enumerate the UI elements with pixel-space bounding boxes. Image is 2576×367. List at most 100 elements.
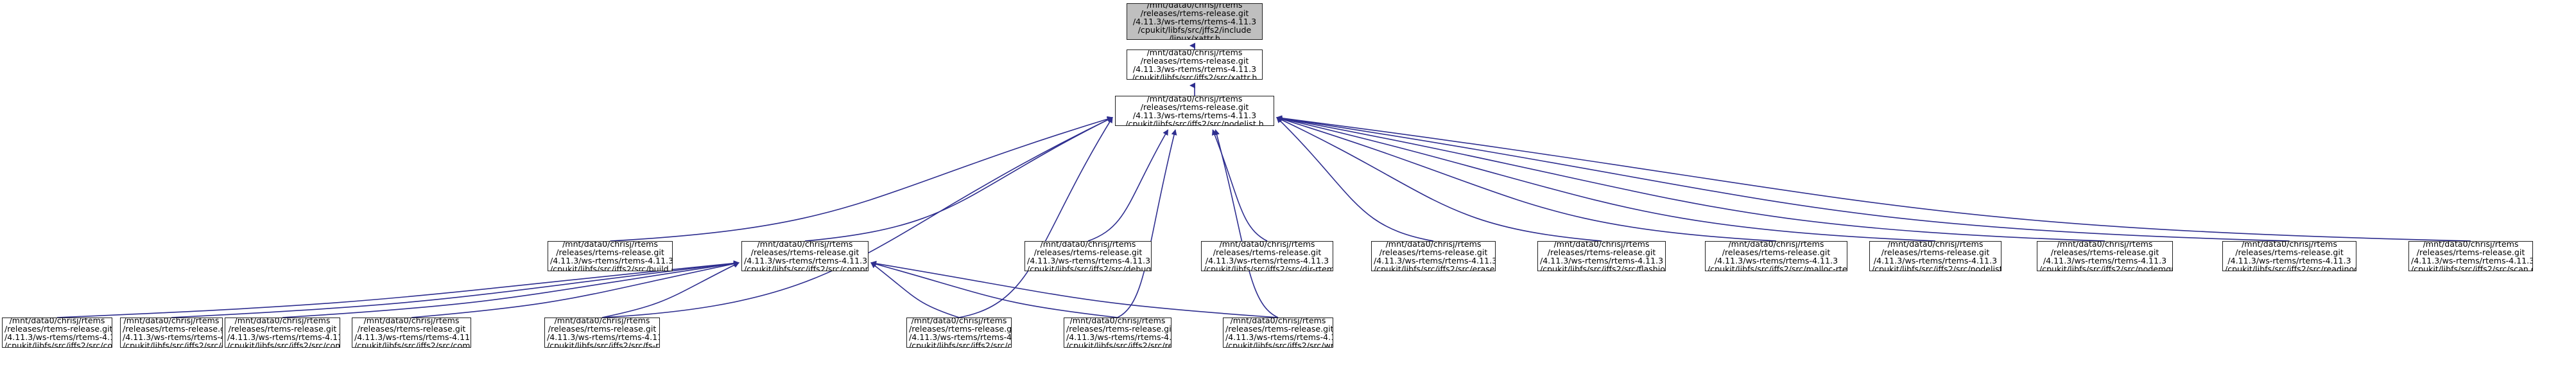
graph-edge xyxy=(1276,115,2105,242)
node-path-line: /mnt/data0/chrisj/rtems xyxy=(562,241,658,249)
node-path-line: /releases/rtems-release.git xyxy=(4,323,112,334)
node-path-line: /releases/rtems-release.git xyxy=(2416,247,2525,257)
graph-node-src-compr_rtime-c[interactable]: /mnt/data0/chrisj/rtems/releases/rtems-r… xyxy=(225,318,340,348)
node-path-line: /mnt/data0/chrisj/rtems xyxy=(1553,241,1650,249)
node-path-line: /cpukit/libfs/src/jffs2/include xyxy=(1137,25,1252,35)
node-path-line: /mnt/data0/chrisj/rtems xyxy=(1728,241,1824,249)
node-path-line: /mnt/data0/chrisj/rtems xyxy=(554,318,650,325)
graph-node-src-nodelist-c[interactable]: /mnt/data0/chrisj/rtems/releases/rtems-r… xyxy=(1869,241,2001,271)
node-path-line: /releases/rtems-release.git xyxy=(1881,247,1990,257)
node-path-line: /mnt/data0/chrisj/rtems xyxy=(911,318,1007,325)
node-path-line: /mnt/data0/chrisj/rtems xyxy=(234,318,331,325)
node-path-line: /4.11.3/ws-rtems/rtems-4.11.3 xyxy=(1132,64,1257,74)
node-path-line: /cpukit/libfs/src/jffs2/src/nodelist.h xyxy=(1125,118,1264,126)
node-path-line: /4.11.3/ws-rtems/rtems-4.11.3 xyxy=(1132,17,1257,26)
graph-node-src-erase-c[interactable]: /mnt/data0/chrisj/rtems/releases/rtems-r… xyxy=(1371,241,1496,271)
node-path-line: /mnt/data0/chrisj/rtems xyxy=(2057,241,2153,249)
graph-node-src-flashio-c[interactable]: /mnt/data0/chrisj/rtems/releases/rtems-r… xyxy=(1537,241,1666,271)
node-path-line: /4.11.3/ws-rtems/rtems-4.11.3 xyxy=(1540,255,1664,265)
node-path-line: /mnt/data0/chrisj/rtems xyxy=(1146,96,1243,103)
graph-edge xyxy=(1276,116,1777,242)
node-path-line: /releases/rtems-release.git xyxy=(1140,55,1249,66)
graph-node-src-dir-rtems-c[interactable]: /mnt/data0/chrisj/rtems/releases/rtems-r… xyxy=(1201,241,1333,271)
node-path-line: /releases/rtems-release.git xyxy=(1225,323,1333,334)
node-path-line: /cpukit/libfs/src/jffs2/src/compr_rubin.… xyxy=(354,340,471,348)
node-path-line: /4.11.3/ws-rtems/rtems-4.11.3 xyxy=(354,332,471,342)
node-path-line: /releases/rtems-release.git xyxy=(1033,247,1143,257)
graph-node-src-gc-c[interactable]: /mnt/data0/chrisj/rtems/releases/rtems-r… xyxy=(906,318,1012,348)
graph-edge xyxy=(1276,115,2471,242)
node-path-line: /4.11.3/ws-rtems/rtems-4.11.3 xyxy=(4,332,112,342)
node-path-line: /linux/xattr.h xyxy=(1169,33,1220,40)
graph-edge xyxy=(1276,116,1936,242)
node-path-line: /releases/rtems-release.git xyxy=(548,323,657,334)
node-path-line: /mnt/data0/chrisj/rtems xyxy=(363,318,460,325)
node-path-line: /cpukit/libfs/src/jffs2/src/fs-rtems.c xyxy=(547,340,659,348)
node-path-line: /releases/rtems-release.git xyxy=(228,323,337,334)
node-path-line: /releases/rtems-release.git xyxy=(1140,102,1249,112)
node-path-line: /cpukit/libfs/src/jffs2/src/flashio.c xyxy=(1540,264,1666,271)
node-path-line: /4.11.3/ws-rtems/rtems-4.11.3 xyxy=(1066,332,1171,342)
node-path-line: /mnt/data0/chrisj/rtems xyxy=(1887,241,1984,249)
node-path-line: /releases/rtems-release.git xyxy=(556,247,664,257)
node-path-line: /4.11.3/ws-rtems/rtems-4.11.3 xyxy=(909,332,1012,342)
graph-edge xyxy=(870,262,960,318)
node-path-line: /cpukit/libfs/src/jffs2/src/compr_rtime.… xyxy=(227,340,340,348)
node-path-line: /4.11.3/ws-rtems/rtems-4.11.3 xyxy=(2411,255,2533,265)
graph-node-src-readinode-c[interactable]: /mnt/data0/chrisj/rtems/releases/rtems-r… xyxy=(2222,241,2356,271)
graph-node-src-write-c[interactable]: /mnt/data0/chrisj/rtems/releases/rtems-r… xyxy=(1223,318,1333,348)
graph-node-src-compr_zlib-c[interactable]: /mnt/data0/chrisj/rtems/releases/rtems-r… xyxy=(2,318,112,348)
node-path-line: /mnt/data0/chrisj/rtems xyxy=(1385,241,1482,249)
graph-node-src-fs-rtems-c[interactable]: /mnt/data0/chrisj/rtems/releases/rtems-r… xyxy=(544,318,660,348)
graph-edge xyxy=(1276,117,1434,242)
node-path-line: /4.11.3/ws-rtems/rtems-4.11.3 xyxy=(547,332,660,342)
node-path-line: /mnt/data0/chrisj/rtems xyxy=(9,318,105,325)
graph-node-src-read-c[interactable]: /mnt/data0/chrisj/rtems/releases/rtems-r… xyxy=(1064,318,1171,348)
node-path-line: /releases/rtems-release.git xyxy=(1379,247,1488,257)
graph-edge xyxy=(610,116,1113,242)
node-path-line: /mnt/data0/chrisj/rtems xyxy=(1069,318,1166,325)
graph-node-linux-xattr-h[interactable]: /mnt/data0/chrisj/rtems/releases/rtems-r… xyxy=(1127,3,1263,40)
graph-node-src-compr-c[interactable]: /mnt/data0/chrisj/rtems/releases/rtems-r… xyxy=(120,318,223,348)
node-path-line: /cpukit/libfs/src/jffs2/src/scan.c xyxy=(2411,264,2533,271)
node-path-line: /cpukit/libfs/src/jffs2/src/xattr.h xyxy=(1132,72,1258,80)
node-path-line: /cpukit/libfs/src/jffs2/src/build.c xyxy=(550,264,673,271)
node-path-line: /4.11.3/ws-rtems/rtems-4.11.3 xyxy=(123,332,222,342)
graph-node-src-build-c[interactable]: /mnt/data0/chrisj/rtems/releases/rtems-r… xyxy=(548,241,673,271)
node-path-line: /releases/rtems-release.git xyxy=(123,323,223,334)
graph-node-src-nodemgmt-c[interactable]: /mnt/data0/chrisj/rtems/releases/rtems-r… xyxy=(2037,241,2173,271)
graph-edge xyxy=(1117,129,1177,318)
graph-node-src-scan-c[interactable]: /mnt/data0/chrisj/rtems/releases/rtems-r… xyxy=(2408,241,2533,271)
node-path-line: /cpukit/libfs/src/jffs2/src/read.c xyxy=(1066,340,1171,348)
node-path-line: /4.11.3/ws-rtems/rtems-4.11.3 xyxy=(1205,255,1329,265)
node-path-line: /cpukit/libfs/src/jffs2/src/debug.c xyxy=(1027,264,1152,271)
graph-edge xyxy=(1276,115,2290,242)
node-path-line: /mnt/data0/chrisj/rtems xyxy=(757,241,853,249)
node-path-line: /releases/rtems-release.git xyxy=(1140,8,1249,18)
node-path-line: /4.11.3/ws-rtems/rtems-4.11.3 xyxy=(2227,255,2351,265)
node-path-line: /cpukit/libfs/src/jffs2/src/readinode.c xyxy=(2225,264,2356,271)
graph-edge xyxy=(804,117,1113,242)
graph-node-src-malloc-rtems-c[interactable]: /mnt/data0/chrisj/rtems/releases/rtems-r… xyxy=(1705,241,1847,271)
node-path-line: /mnt/data0/chrisj/rtems xyxy=(1146,49,1243,57)
node-path-line: /mnt/data0/chrisj/rtems xyxy=(1219,241,1315,249)
node-path-line: /4.11.3/ws-rtems/rtems-4.11.3 xyxy=(744,255,868,265)
node-path-line: /mnt/data0/chrisj/rtems xyxy=(123,318,220,325)
node-path-line: /4.11.3/ws-rtems/rtems-4.11.3 xyxy=(550,255,673,265)
graph-node-src-compr_rubin-c[interactable]: /mnt/data0/chrisj/rtems/releases/rtems-r… xyxy=(352,318,471,348)
node-path-line: /cpukit/libfs/src/jffs2/src/write.c xyxy=(1225,340,1333,348)
graph-node-src-xattr-h[interactable]: /mnt/data0/chrisj/rtems/releases/rtems-r… xyxy=(1127,49,1263,80)
node-path-line: /cpukit/libfs/src/jffs2/src/compr_zlib.c xyxy=(4,340,112,348)
node-path-line: /4.11.3/ws-rtems/rtems-4.11.3 xyxy=(1873,255,1998,265)
graph-node-src-compr-h[interactable]: /mnt/data0/chrisj/rtems/releases/rtems-r… xyxy=(741,241,869,271)
node-path-line: /4.11.3/ws-rtems/rtems-4.11.3 xyxy=(227,332,340,342)
node-path-line: /releases/rtems-release.git xyxy=(1213,247,1322,257)
graph-node-src-nodelist-h[interactable]: /mnt/data0/chrisj/rtems/releases/rtems-r… xyxy=(1115,96,1274,126)
node-path-line: /cpukit/libfs/src/jffs2/src/compr.c xyxy=(123,340,222,348)
node-path-line: /cpukit/libfs/src/jffs2/src/erase.c xyxy=(1374,264,1496,271)
node-path-line: /releases/rtems-release.git xyxy=(1722,247,1831,257)
graph-node-src-debug-c[interactable]: /mnt/data0/chrisj/rtems/releases/rtems-r… xyxy=(1024,241,1152,271)
node-path-line: /releases/rtems-release.git xyxy=(750,247,860,257)
